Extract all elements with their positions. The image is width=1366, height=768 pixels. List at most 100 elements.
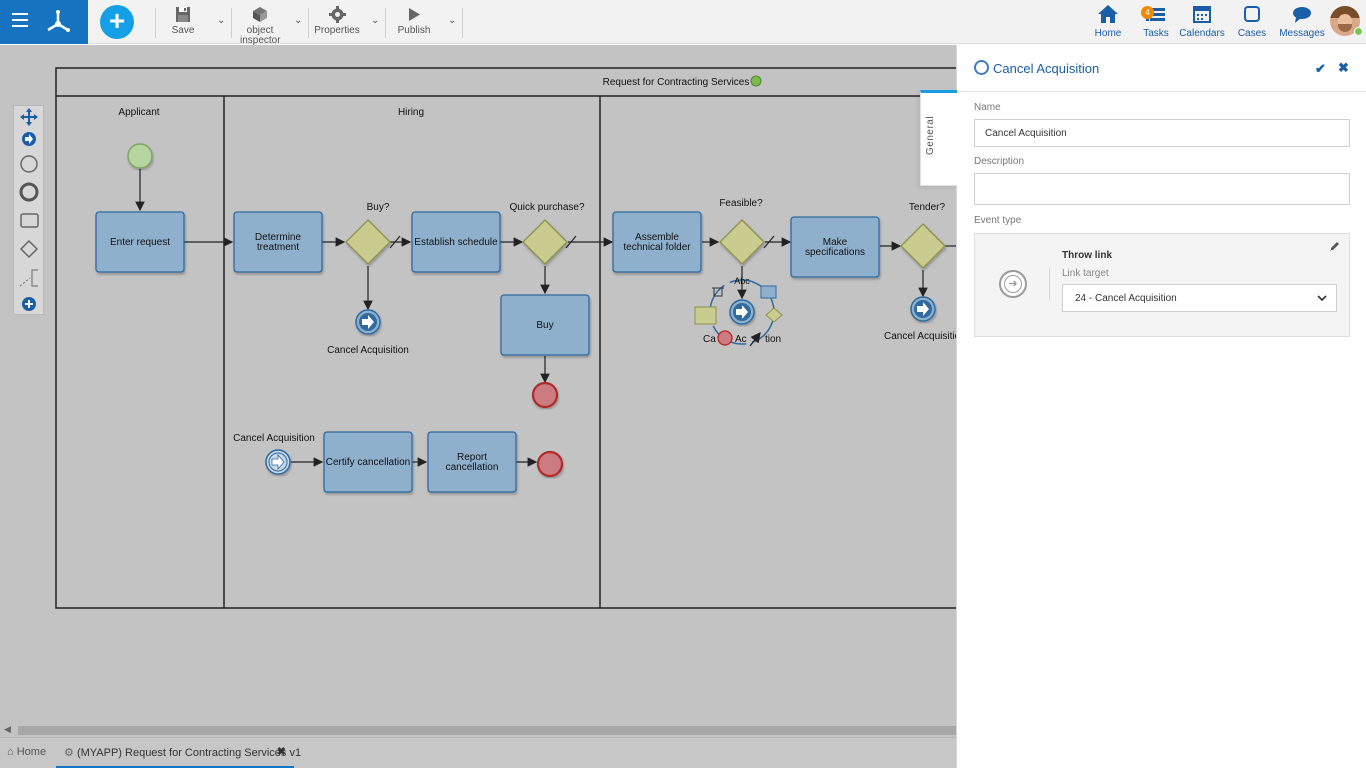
gateway-quick-purchase[interactable]: Quick purchase? xyxy=(509,202,585,265)
start-event-tool-icon[interactable] xyxy=(20,155,38,173)
confirm-check-icon[interactable]: ✔ xyxy=(1315,61,1326,76)
gateway-tender[interactable]: Tender? xyxy=(900,202,946,269)
object-inspector-button[interactable]: object inspector xyxy=(240,6,281,46)
event-label: Cancel Acquisition xyxy=(233,433,315,444)
gateway-buy[interactable]: Buy? xyxy=(345,202,391,265)
hamburger-menu-icon[interactable] xyxy=(12,13,28,31)
start-event[interactable] xyxy=(127,143,153,169)
logo-icon[interactable] xyxy=(44,8,72,36)
description-field[interactable] xyxy=(974,173,1350,205)
cases-icon xyxy=(1244,6,1260,22)
task-determine-treatment[interactable]: Determine treatment xyxy=(233,211,323,273)
task-tool-icon[interactable] xyxy=(20,213,39,228)
name-label: Name xyxy=(974,102,1001,113)
task-enter-request[interactable]: Enter request xyxy=(95,211,185,273)
nav-messages[interactable]: Messages xyxy=(1277,4,1327,39)
save-dropdown-chevron-icon[interactable]: ⌄ xyxy=(217,15,226,26)
toolbar-separator xyxy=(155,8,156,38)
inspector-dropdown-chevron-icon[interactable]: ⌄ xyxy=(294,15,303,26)
name-field[interactable]: Cancel Acquisition xyxy=(974,119,1350,147)
document-tab-bar: ⌂ Home ⚙ (MYAPP) Request for Contracting… xyxy=(0,737,956,768)
properties-button[interactable]: Properties xyxy=(314,6,360,36)
lane-hiring-label: Hiring xyxy=(398,107,424,118)
publish-button[interactable]: Publish xyxy=(396,6,432,36)
calendar-icon xyxy=(1193,6,1211,23)
save-label: Save xyxy=(171,25,195,36)
pool[interactable] xyxy=(55,67,956,609)
publish-label: Publish xyxy=(397,25,431,36)
nav-cases[interactable]: Cases xyxy=(1227,4,1277,39)
add-button[interactable]: + xyxy=(100,5,134,39)
task-make-specifications[interactable]: Make specifications xyxy=(790,216,880,278)
publish-dropdown-chevron-icon[interactable]: ⌄ xyxy=(448,15,457,26)
nav-calendars[interactable]: Calendars xyxy=(1177,4,1227,39)
play-icon xyxy=(409,8,420,21)
event-label: Cancel Acquisition xyxy=(327,345,409,356)
properties-panel: Cancel Acquisition ✔ ✖ Name Cancel Acqui… xyxy=(956,45,1366,768)
scroll-left-icon[interactable]: ◀ xyxy=(4,724,11,734)
nav-tasks-label: Tasks xyxy=(1143,28,1169,39)
tab-home[interactable]: ⌂ Home xyxy=(7,746,46,758)
home-icon: ⌂ xyxy=(7,746,14,758)
end-event[interactable] xyxy=(531,381,559,409)
properties-dropdown-chevron-icon[interactable]: ⌄ xyxy=(371,15,380,26)
gateway-tool-icon[interactable] xyxy=(765,307,783,323)
task-certify-cancellation[interactable]: Certify cancellation xyxy=(323,431,413,493)
tab-general[interactable]: General xyxy=(920,90,957,186)
chevron-down-icon xyxy=(1317,295,1327,302)
task-report-cancellation[interactable]: Report cancellation xyxy=(427,431,517,493)
diagram-canvas[interactable] xyxy=(0,45,956,723)
end-event-tool-icon[interactable] xyxy=(19,182,39,202)
add-tool-icon[interactable] xyxy=(22,297,36,311)
throw-link-icon: ➜ xyxy=(999,270,1027,298)
task-buy[interactable]: Buy xyxy=(500,294,590,356)
tasks-count-badge: 4 xyxy=(1141,6,1154,19)
user-avatar[interactable] xyxy=(1330,6,1360,36)
connector-tool-icon[interactable] xyxy=(749,331,761,347)
tab-process-document[interactable]: ⚙ (MYAPP) Request for Contracting Servic… xyxy=(56,738,301,768)
task-label: Establish schedule xyxy=(414,237,498,248)
lane-applicant-label: Applicant xyxy=(118,107,159,118)
pencil-icon[interactable] xyxy=(1329,240,1341,252)
data-object-tool-icon[interactable] xyxy=(694,306,717,325)
scrollbar-thumb[interactable] xyxy=(18,726,956,735)
horizontal-scrollbar[interactable]: ◀ xyxy=(0,723,956,737)
save-button[interactable]: Save xyxy=(168,6,198,36)
link-target-label: Link target xyxy=(1062,268,1109,279)
move-tool-icon[interactable] xyxy=(20,108,38,126)
pool-status-icon xyxy=(750,75,762,87)
text-annotation-tool-icon[interactable]: Abc xyxy=(734,276,750,286)
cube-icon xyxy=(253,7,267,22)
description-label: Description xyxy=(974,156,1025,167)
selected-throw-link-event[interactable]: Abc Ca Ac tion xyxy=(694,276,783,347)
task-establish-schedule[interactable]: Establish schedule xyxy=(411,211,501,273)
event-circle-icon xyxy=(974,60,989,75)
bpmn-diagram[interactable]: Request for Contracting Services Applica… xyxy=(0,45,956,723)
task-label: Certify cancellation xyxy=(326,457,410,468)
link-event-tool-icon[interactable] xyxy=(22,132,36,146)
close-tab-icon[interactable]: ✖ xyxy=(276,746,286,758)
home-icon xyxy=(1098,5,1118,23)
catch-link-event[interactable]: Cancel Acquisition xyxy=(233,433,315,475)
end-event-tool-icon[interactable] xyxy=(717,330,733,346)
gateway-tool-icon[interactable] xyxy=(19,239,39,259)
throw-link-event-tender[interactable]: Cancel Acquisitio xyxy=(884,296,956,342)
close-icon[interactable]: ✖ xyxy=(1338,60,1349,75)
task-tool-icon[interactable] xyxy=(760,285,777,299)
gateway-feasible[interactable]: Feasible? xyxy=(719,198,765,265)
trash-tool-icon[interactable] xyxy=(712,287,724,297)
end-event[interactable] xyxy=(536,450,564,478)
task-label: technical folder xyxy=(623,242,691,253)
task-assemble-technical-folder[interactable]: Assemble technical folder xyxy=(612,211,702,273)
nav-home[interactable]: Home xyxy=(1083,4,1133,39)
link-target-select[interactable]: 24 - Cancel Acquisition xyxy=(1062,284,1337,312)
messages-icon xyxy=(1293,7,1311,23)
divider xyxy=(1049,268,1050,300)
annotation-tool-icon[interactable] xyxy=(19,269,38,287)
online-status-indicator xyxy=(1354,27,1363,36)
nav-messages-label: Messages xyxy=(1279,28,1325,39)
throw-link-event-buy[interactable]: Cancel Acquisition xyxy=(327,309,409,356)
nav-tasks[interactable]: Tasks xyxy=(1131,4,1181,39)
toolbar-separator xyxy=(385,8,386,38)
